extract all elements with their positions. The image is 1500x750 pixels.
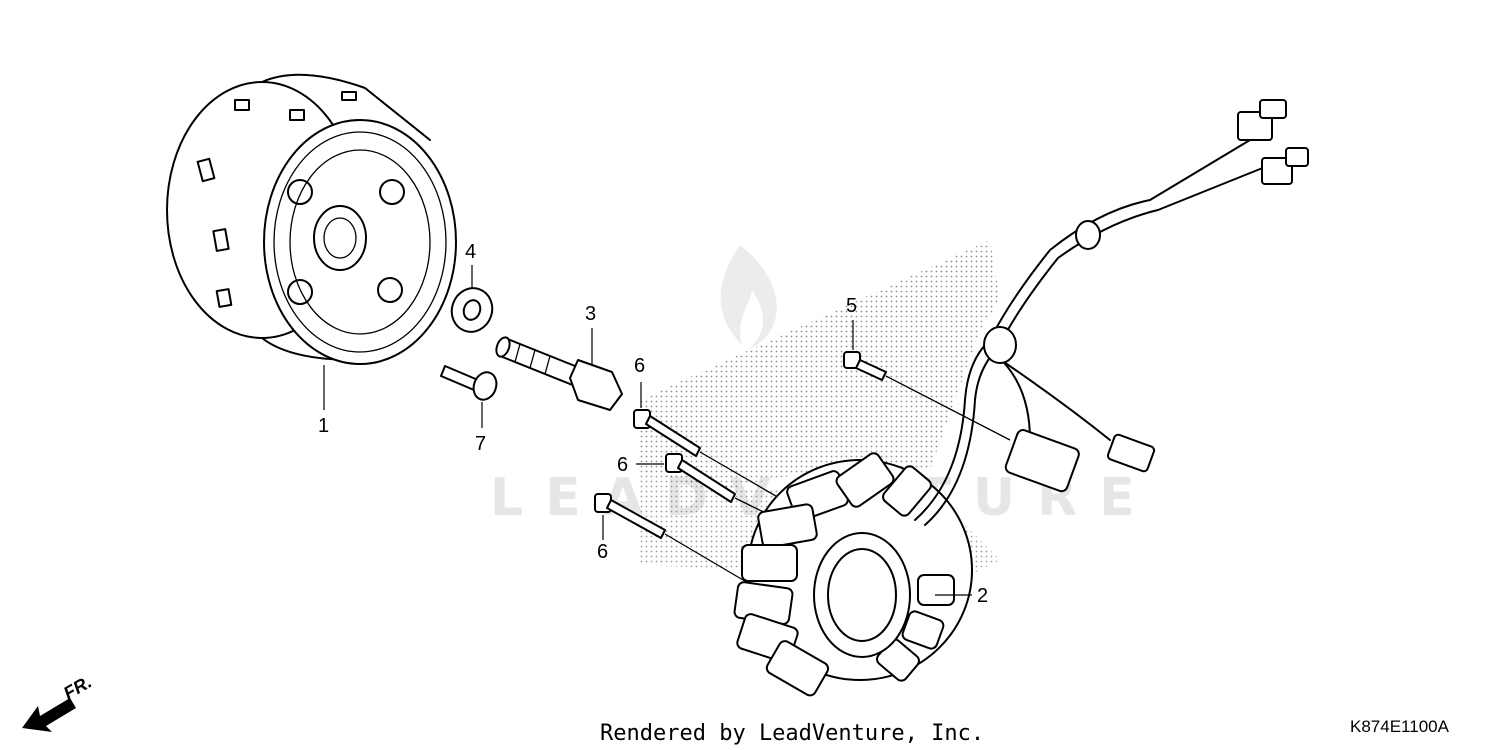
callout-4[interactable]: 4 bbox=[465, 241, 476, 263]
callout-7[interactable]: 7 bbox=[475, 433, 486, 455]
pulse-generator-bolt[interactable] bbox=[843, 351, 887, 381]
washer[interactable] bbox=[446, 282, 499, 337]
stator-bolt-c[interactable] bbox=[594, 493, 666, 539]
flywheel-bolt[interactable] bbox=[494, 336, 623, 411]
stator-bolt-a[interactable] bbox=[633, 409, 701, 457]
callout-2[interactable]: 2 bbox=[977, 585, 988, 607]
callout-3[interactable]: 3 bbox=[585, 303, 596, 325]
diagram-code: K874E1100A bbox=[1350, 717, 1450, 736]
callout-5[interactable]: 5 bbox=[846, 295, 857, 317]
flange-bolt[interactable] bbox=[440, 365, 500, 403]
rendered-by-credit: Rendered by LeadVenture, Inc. bbox=[600, 721, 984, 746]
wiring-harness[interactable] bbox=[914, 99, 1309, 526]
watermark-flame-icon bbox=[720, 245, 777, 350]
direction-label: FR. bbox=[60, 672, 95, 704]
harness-grommet bbox=[983, 326, 1017, 364]
direction-arrow-icon bbox=[22, 698, 76, 732]
pulse-generator[interactable] bbox=[1004, 428, 1080, 493]
stator[interactable] bbox=[733, 451, 973, 698]
stator-bolt-b[interactable] bbox=[665, 453, 736, 503]
callout-6b[interactable]: 6 bbox=[617, 454, 628, 476]
callout-1[interactable]: 1 bbox=[318, 415, 329, 437]
callout-6a[interactable]: 6 bbox=[634, 355, 645, 377]
callout-6c[interactable]: 6 bbox=[597, 541, 608, 563]
front-direction-indicator: FR. bbox=[22, 672, 95, 732]
stator-poles bbox=[733, 452, 955, 697]
flywheel[interactable] bbox=[166, 73, 457, 365]
connector-lower[interactable] bbox=[1261, 157, 1293, 185]
